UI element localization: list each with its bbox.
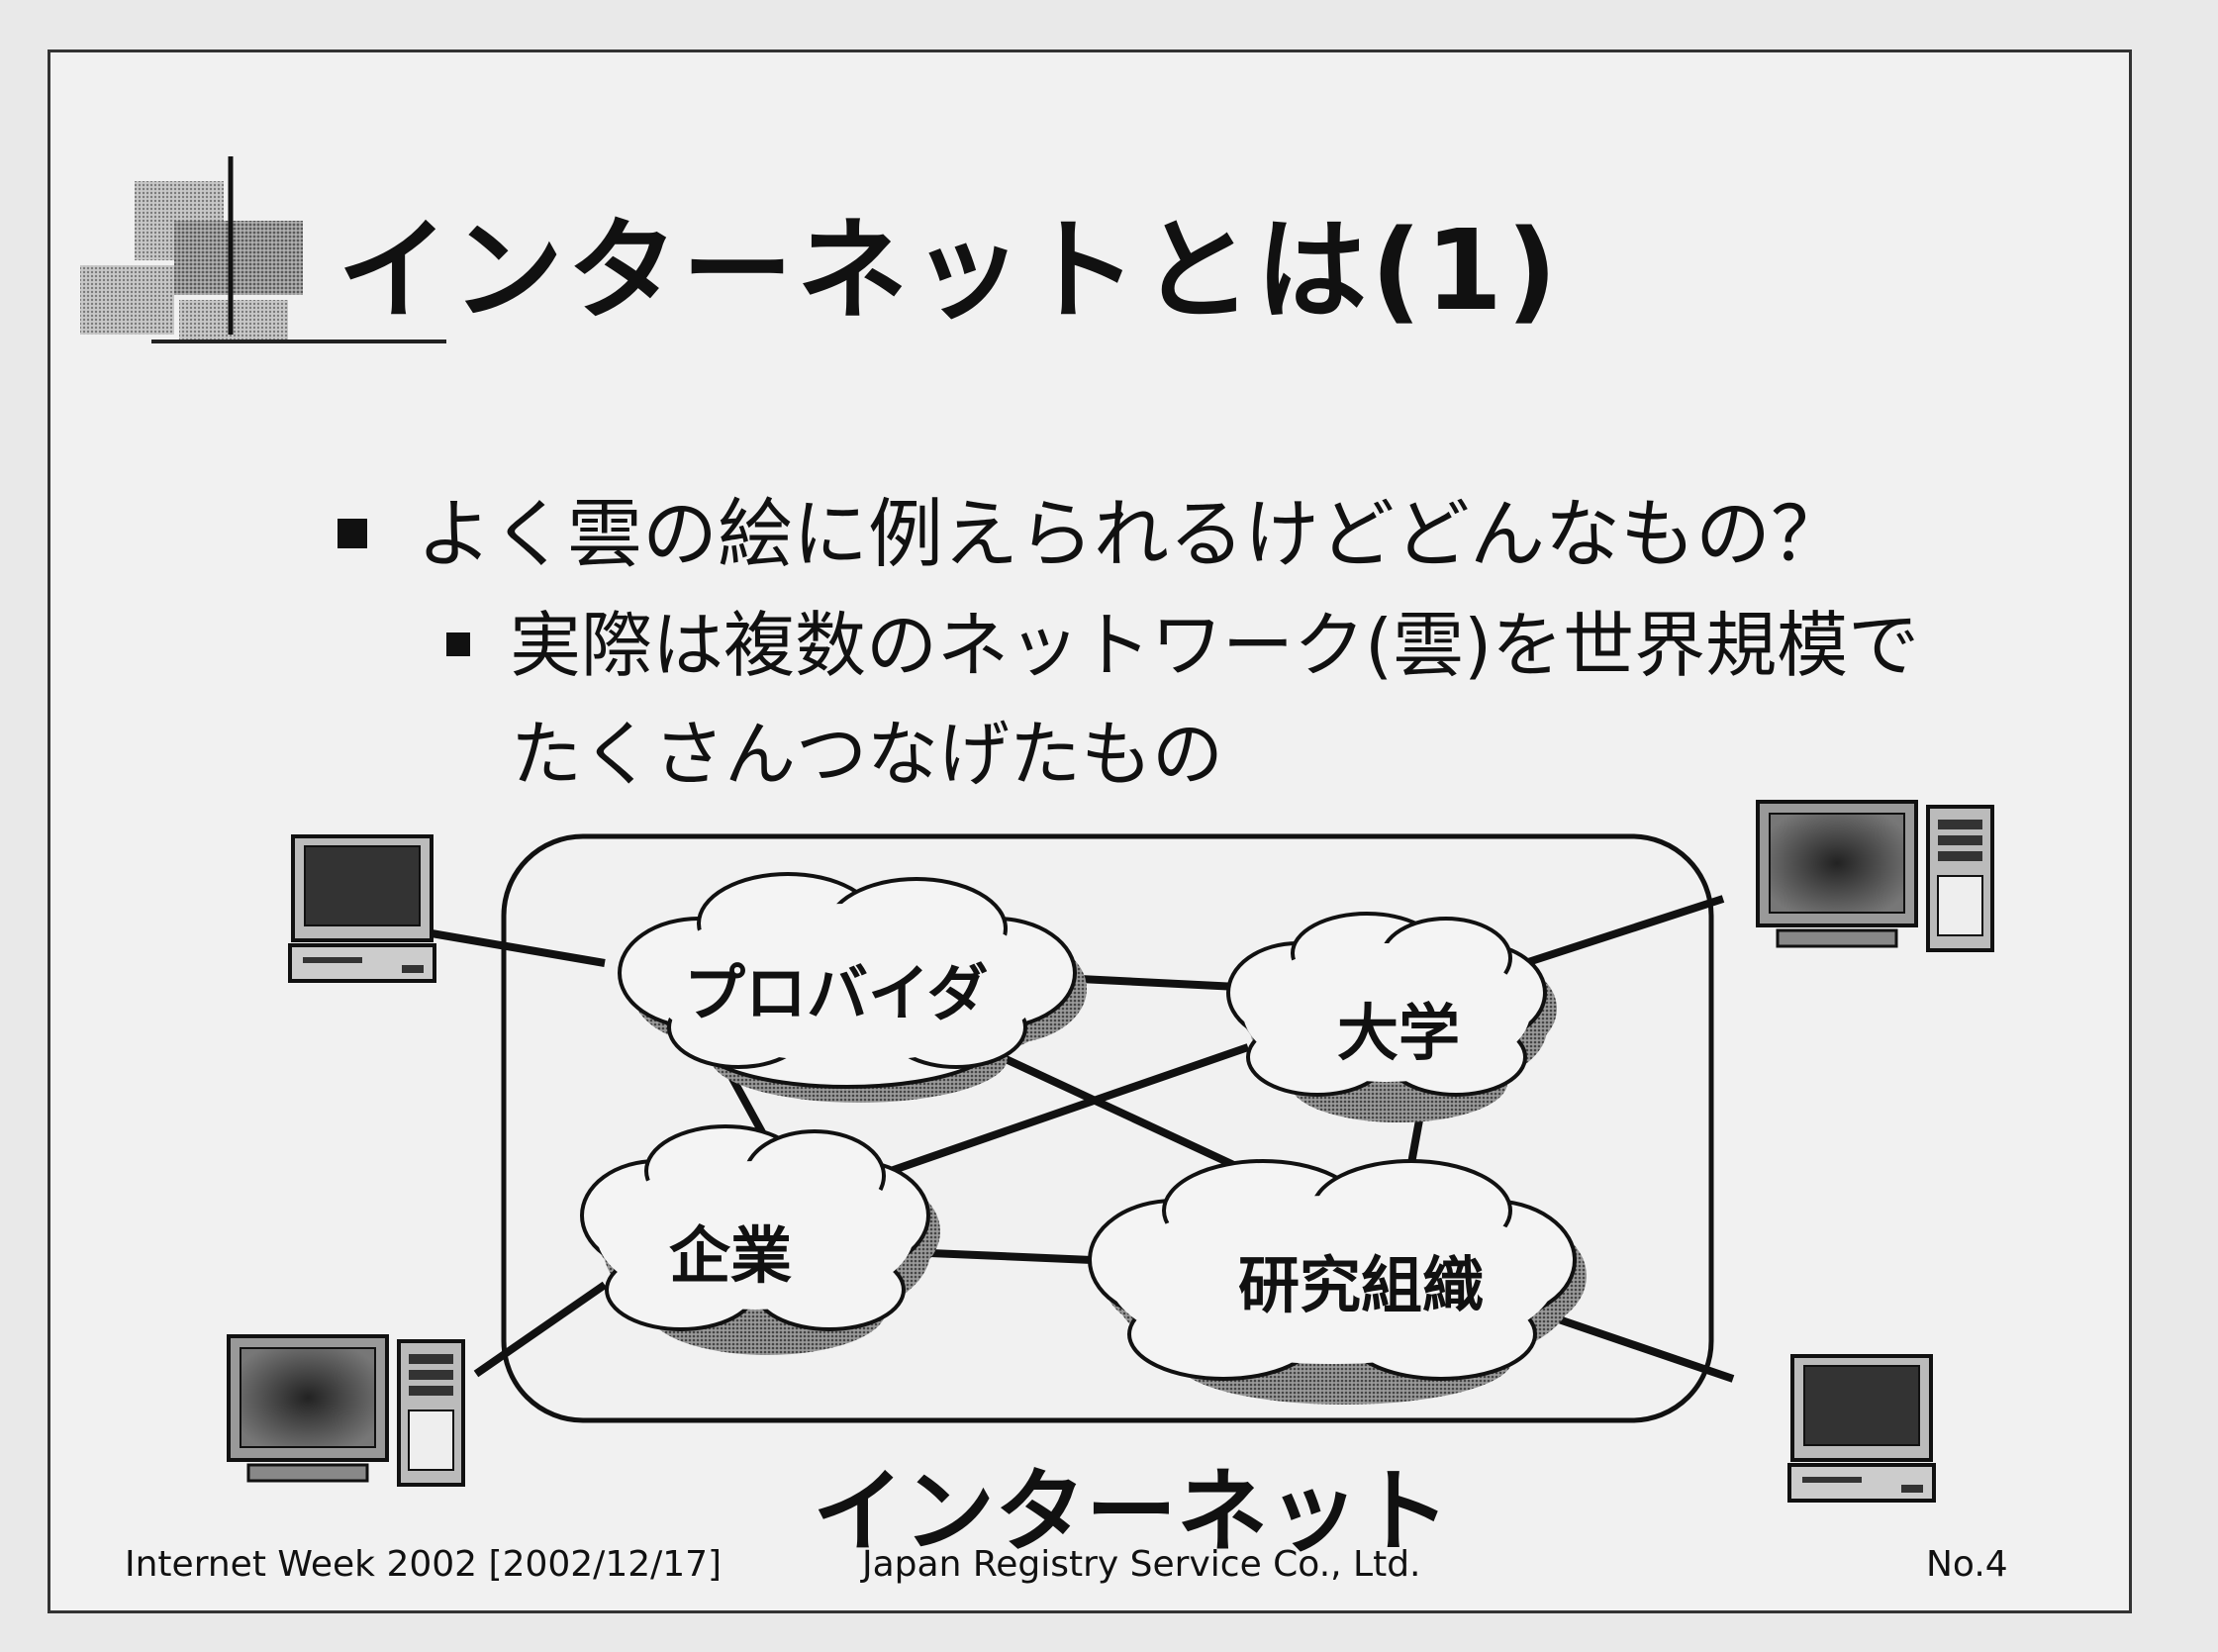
computer-bottom-left-icon bbox=[229, 1336, 463, 1485]
computer-top-left-icon bbox=[290, 836, 434, 981]
footer-page-number: No.4 bbox=[1926, 1544, 2008, 1585]
cloud-label-corporation: 企業 bbox=[669, 1206, 792, 1295]
footer-event: Internet Week 2002 [2002/12/17] bbox=[125, 1544, 722, 1585]
computer-top-right-icon bbox=[1758, 802, 1992, 950]
network-diagram bbox=[50, 52, 2129, 1610]
slide: インターネットとは(1) よく雲の絵に例えられるけどどんなもの？ 実際は複数のネ… bbox=[48, 49, 2132, 1613]
cloud-label-university: 大学 bbox=[1337, 983, 1460, 1072]
computer-bottom-right-icon bbox=[1789, 1356, 1934, 1501]
cloud-label-provider: プロバイダ bbox=[684, 943, 989, 1032]
footer-organization: Japan Registry Service Co., Ltd. bbox=[862, 1544, 1421, 1585]
cloud-label-research: 研究組織 bbox=[1238, 1235, 1484, 1324]
